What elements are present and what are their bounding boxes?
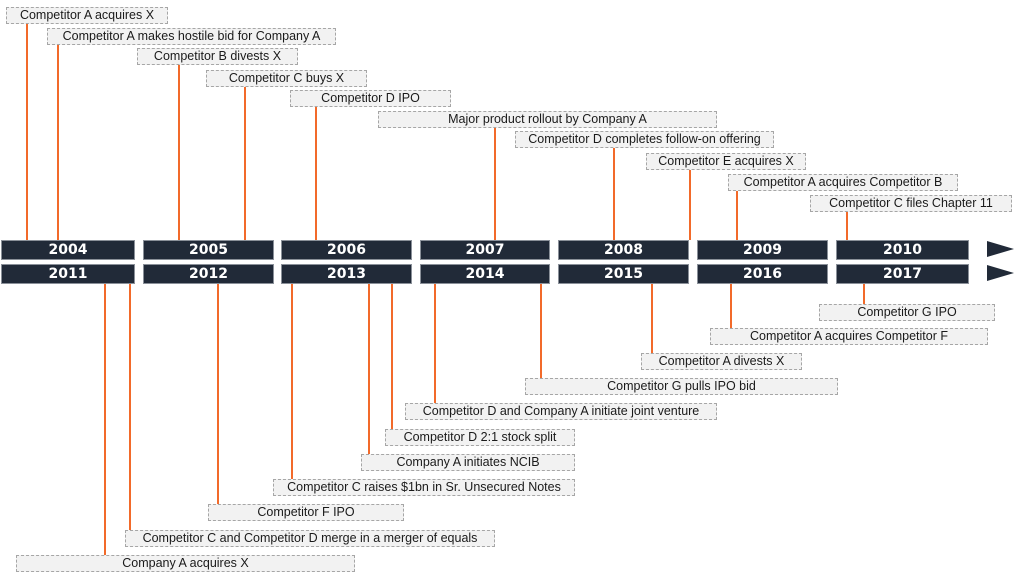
event-label: Competitor F IPO [208,504,404,521]
year-bar-2016: 2016 [697,264,828,284]
connector-line [540,284,542,378]
connector-line [57,45,59,240]
year-bar-2006: 2006 [281,240,412,260]
connector-line [689,170,691,240]
connector-line [104,284,106,555]
year-bar-2007: 2007 [420,240,550,260]
connector-line [863,284,865,304]
year-bar-2009: 2009 [697,240,828,260]
event-label: Competitor D and Company A initiate join… [405,403,717,420]
event-label: Competitor A makes hostile bid for Compa… [47,28,336,45]
event-label: Competitor A acquires X [6,7,168,24]
event-label: Competitor G IPO [819,304,995,321]
event-label: Competitor D completes follow-on offerin… [515,131,774,148]
connector-line [26,24,28,240]
connector-line [178,65,180,240]
event-label: Competitor B divests X [137,48,298,65]
connector-line [129,284,131,530]
year-bar-2013: 2013 [281,264,412,284]
event-label: Competitor C buys X [206,70,367,87]
connector-line [391,284,393,429]
connector-line [244,87,246,240]
connector-line [368,284,370,454]
event-label: Competitor A divests X [641,353,802,370]
event-label: Competitor A acquires Competitor B [728,174,958,191]
event-label: Major product rollout by Company A [378,111,717,128]
event-label: Competitor G pulls IPO bid [525,378,838,395]
connector-line [651,284,653,353]
connector-line [613,148,615,240]
year-bar-2011: 2011 [1,264,135,284]
connector-line [434,284,436,403]
event-label: Company A initiates NCIB [361,454,575,471]
connector-line [846,212,848,240]
connector-line [736,191,738,240]
year-bar-2010: 2010 [836,240,969,260]
year-bar-2005: 2005 [143,240,274,260]
year-bar-2012: 2012 [143,264,274,284]
event-label: Company A acquires X [16,555,355,572]
year-bar-2004: 2004 [1,240,135,260]
bottom-row-arrow-icon [987,265,1014,281]
connector-line [315,107,317,240]
event-label: Competitor D IPO [290,90,451,107]
event-label: Competitor A acquires Competitor F [710,328,988,345]
event-label: Competitor C raises $1bn in Sr. Unsecure… [273,479,575,496]
connector-line [217,284,219,504]
event-label: Competitor E acquires X [646,153,806,170]
connector-line [730,284,732,328]
top-row-arrow-icon [987,241,1014,257]
year-bar-2015: 2015 [558,264,689,284]
year-bar-2014: 2014 [420,264,550,284]
event-label: Competitor C and Competitor D merge in a… [125,530,495,547]
connector-line [291,284,293,479]
connector-line [494,128,496,240]
year-bar-2017: 2017 [836,264,969,284]
year-bar-2008: 2008 [558,240,689,260]
event-label: Competitor D 2:1 stock split [385,429,575,446]
event-label: Competitor C files Chapter 11 [810,195,1012,212]
